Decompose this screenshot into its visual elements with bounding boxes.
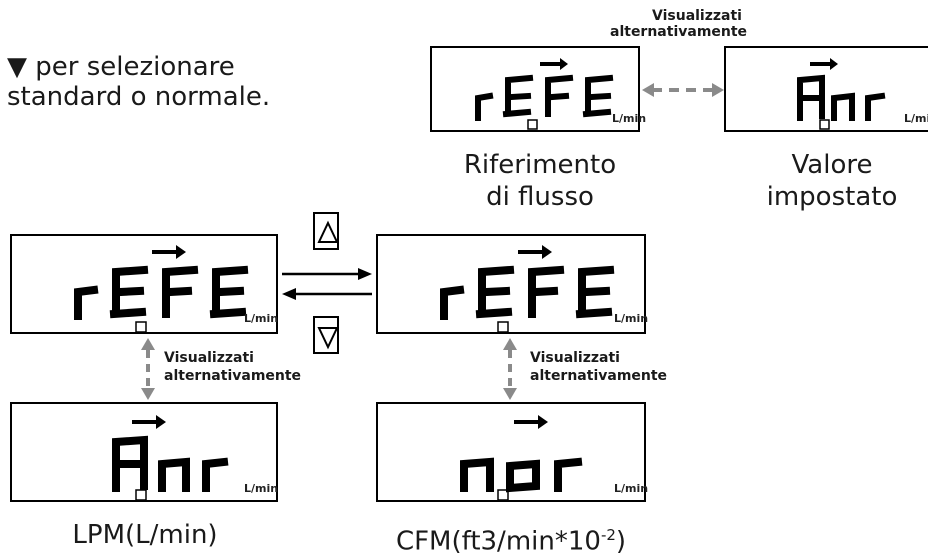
arrow-indicator-icon bbox=[518, 245, 552, 259]
unit-label: L/min bbox=[244, 482, 279, 495]
unit-label: L/min bbox=[244, 312, 279, 325]
up-arrow-key-icon[interactable] bbox=[313, 212, 339, 250]
instruction-line1: per selezionare bbox=[35, 52, 235, 82]
alternating-dashed-arrow-left bbox=[141, 338, 155, 400]
legend-display-reference: L/min bbox=[430, 46, 646, 132]
display-text-reFE bbox=[475, 74, 614, 121]
legend-alt-label-line1: Visualizzati bbox=[652, 8, 742, 24]
caption-cfm: CFM(ft3/min*10-2) bbox=[356, 518, 666, 559]
legend-display-value: L/min bbox=[724, 46, 928, 132]
display-top-right: L/min bbox=[376, 234, 649, 334]
legend-caption-right-line2: impostato bbox=[766, 182, 898, 212]
unit-label: L/min bbox=[612, 112, 647, 125]
unit-label: L/min bbox=[904, 112, 928, 125]
legend-alt-label-line2: alternativamente bbox=[610, 24, 748, 40]
caption-cfm-end: ) bbox=[615, 526, 627, 557]
alt-label-left-line2: alternativamente bbox=[164, 368, 302, 384]
instruction-text: ▼ per selezionare bbox=[7, 51, 235, 83]
caption-cfm-sup: -2 bbox=[600, 526, 616, 544]
display-bottom-right: L/min bbox=[376, 402, 649, 502]
arrow-indicator-icon bbox=[152, 245, 186, 259]
legend-caption-left-line1: Riferimento bbox=[463, 150, 617, 180]
alt-label-right-line2: alternativamente bbox=[530, 368, 668, 384]
caption-lpm: LPM(L/min) bbox=[72, 520, 218, 550]
legend-caption-left-line2: di flusso bbox=[486, 182, 594, 212]
down-triangle-icon: ▼ bbox=[7, 52, 27, 82]
arrow-indicator-icon bbox=[514, 415, 548, 429]
alternating-dashed-arrow bbox=[642, 83, 724, 97]
display-bottom-left: L/min bbox=[10, 402, 278, 502]
alt-label-right-line1: Visualizzati bbox=[530, 350, 620, 366]
down-arrow-key-icon[interactable] bbox=[313, 316, 339, 354]
arrow-indicator-icon bbox=[810, 58, 838, 70]
swap-indicator-icon bbox=[819, 119, 830, 130]
unit-label: L/min bbox=[614, 482, 649, 495]
display-top-left: L/min bbox=[10, 234, 278, 334]
instruction-line2: standard o normale. bbox=[7, 82, 271, 112]
transition-arrows bbox=[282, 268, 372, 300]
swap-indicator-icon bbox=[497, 489, 509, 501]
swap-indicator-icon bbox=[135, 321, 147, 333]
legend-caption-right-line1: Valore bbox=[791, 150, 873, 180]
swap-indicator-icon bbox=[527, 119, 538, 130]
alternating-dashed-arrow-right bbox=[503, 338, 517, 400]
arrow-indicator-icon bbox=[132, 415, 166, 429]
caption-cfm-base: CFM(ft3/min*10 bbox=[395, 526, 601, 557]
arrow-indicator-icon bbox=[540, 58, 568, 70]
swap-indicator-icon bbox=[135, 489, 147, 501]
swap-indicator-icon bbox=[497, 321, 509, 333]
unit-label: L/min bbox=[614, 312, 649, 325]
alt-label-left-line1: Visualizzati bbox=[164, 350, 254, 366]
